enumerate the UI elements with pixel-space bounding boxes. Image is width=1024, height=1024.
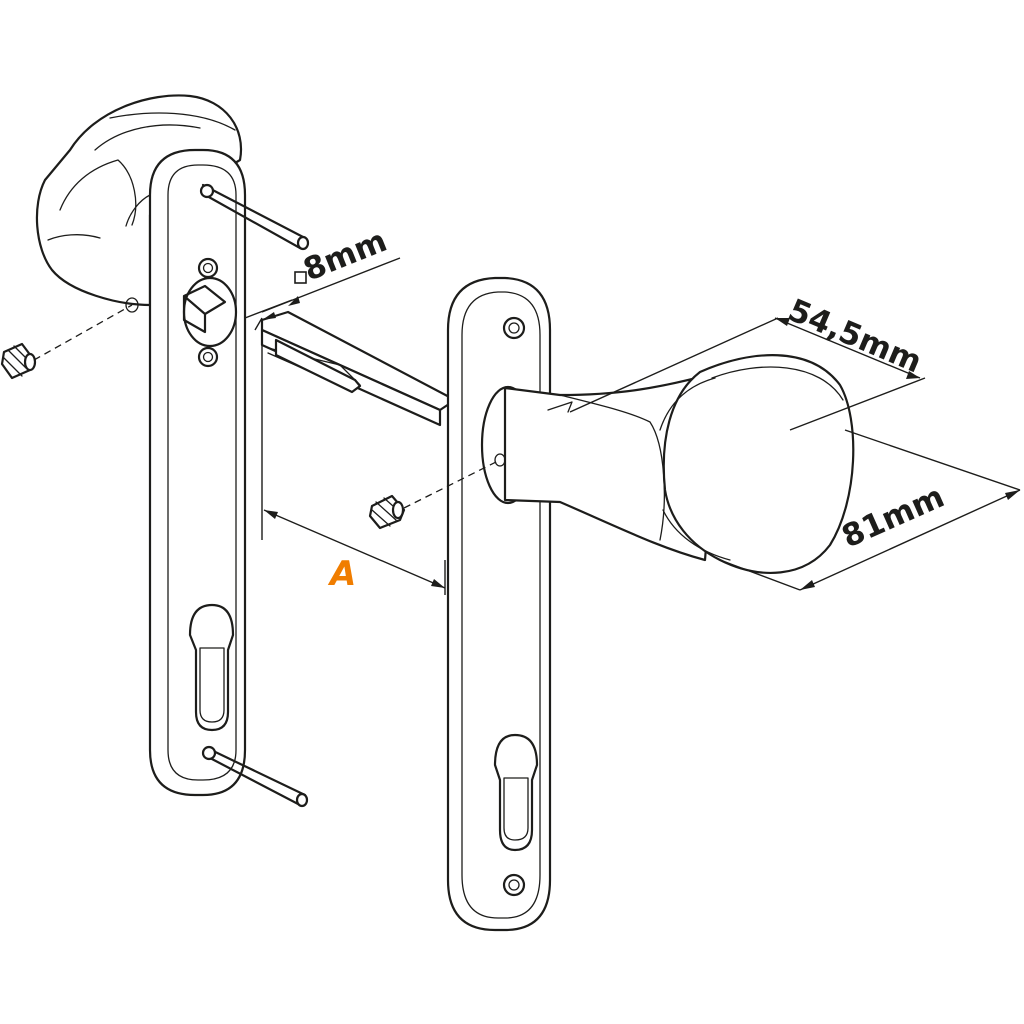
grub-screw-right xyxy=(368,494,406,530)
through-bolt-top xyxy=(199,183,310,251)
through-bolt-bottom xyxy=(201,745,309,808)
inner-knob xyxy=(35,94,243,313)
dimension-door-thickness xyxy=(263,509,446,595)
front-plate xyxy=(446,276,552,932)
square-symbol xyxy=(294,271,307,284)
back-plate xyxy=(148,148,247,797)
dimension-handle-depth xyxy=(569,317,926,431)
grub-screw-left xyxy=(0,342,37,380)
spindle xyxy=(260,310,457,427)
centre-line-right xyxy=(403,459,501,509)
front-handle xyxy=(480,354,855,574)
dimension-label-handle-projection: 81mm xyxy=(837,479,950,556)
dimension-handle-projection xyxy=(719,429,1021,591)
dimension-spindle xyxy=(244,257,401,540)
dimension-label-spindle: 8mm xyxy=(299,223,392,289)
centre-line-left xyxy=(33,304,133,361)
dimension-label-door-thickness: A xyxy=(327,554,356,594)
